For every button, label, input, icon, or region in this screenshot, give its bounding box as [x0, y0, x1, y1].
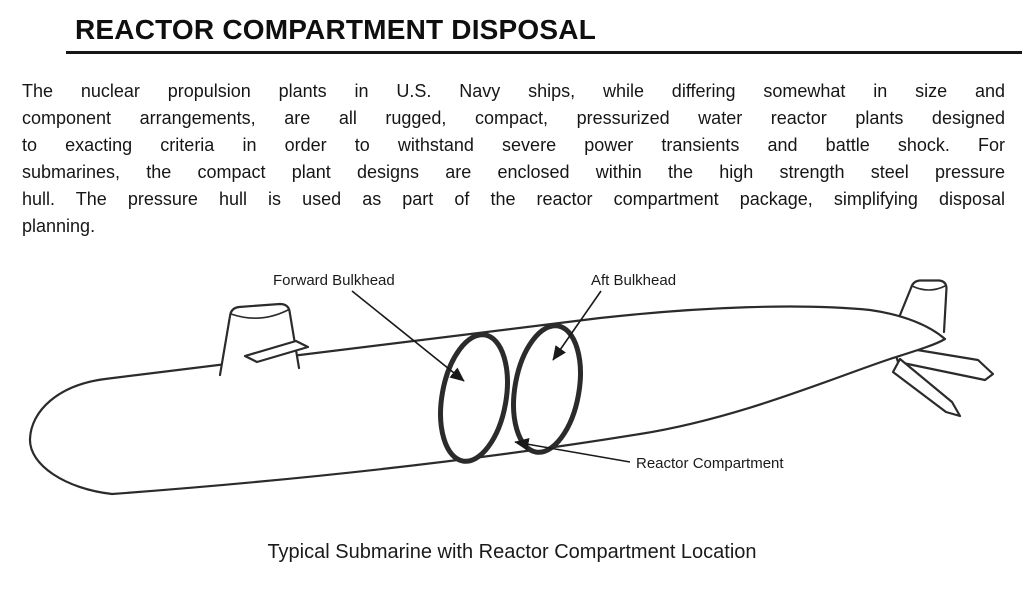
- stern-plane-lower: [891, 357, 962, 418]
- stern-rudder-cap: [911, 285, 946, 291]
- sail-plane: [243, 339, 310, 364]
- title-block: REACTOR COMPARTMENT DISPOSAL: [0, 14, 1024, 54]
- stern-plane-upper: [891, 344, 995, 382]
- body-line: planning.: [22, 216, 96, 236]
- reactor-compartment-label: Reactor Compartment: [636, 455, 784, 472]
- body-line: component arrangements, are all rugged, …: [22, 108, 1005, 128]
- sail: [218, 302, 301, 377]
- aft-bulkhead-label: Aft Bulkhead: [591, 272, 676, 289]
- title-underline: [66, 51, 1022, 54]
- page-title: REACTOR COMPARTMENT DISPOSAL: [75, 14, 597, 45]
- body-line: submarines, the compact plant designs ar…: [22, 162, 1005, 182]
- forward-bulkhead-arrow: [351, 290, 465, 382]
- figure-caption: Typical Submarine with Reactor Compartme…: [267, 541, 757, 563]
- forward-bulkhead-ring: [438, 332, 510, 464]
- body-line: The nuclear propulsion plants in U.S. Na…: [22, 81, 1005, 101]
- body-line: to exacting criteria in order to withsta…: [22, 135, 1005, 155]
- submarine-diagram: Forward Bulkhead Aft Bulkhead Reactor Co…: [28, 272, 995, 496]
- reactor-compartment-leader: [514, 438, 631, 463]
- body-paragraph: The nuclear propulsion plants in U.S. Na…: [22, 78, 1005, 240]
- sail-top-rim: [230, 309, 289, 319]
- aft-bulkhead-arrow: [552, 290, 602, 361]
- forward-bulkhead-label: Forward Bulkhead: [273, 272, 395, 289]
- body-line: hull. The pressure hull is used as part …: [22, 189, 1005, 209]
- submarine-figure: Forward Bulkhead Aft Bulkhead Reactor Co…: [0, 254, 1024, 564]
